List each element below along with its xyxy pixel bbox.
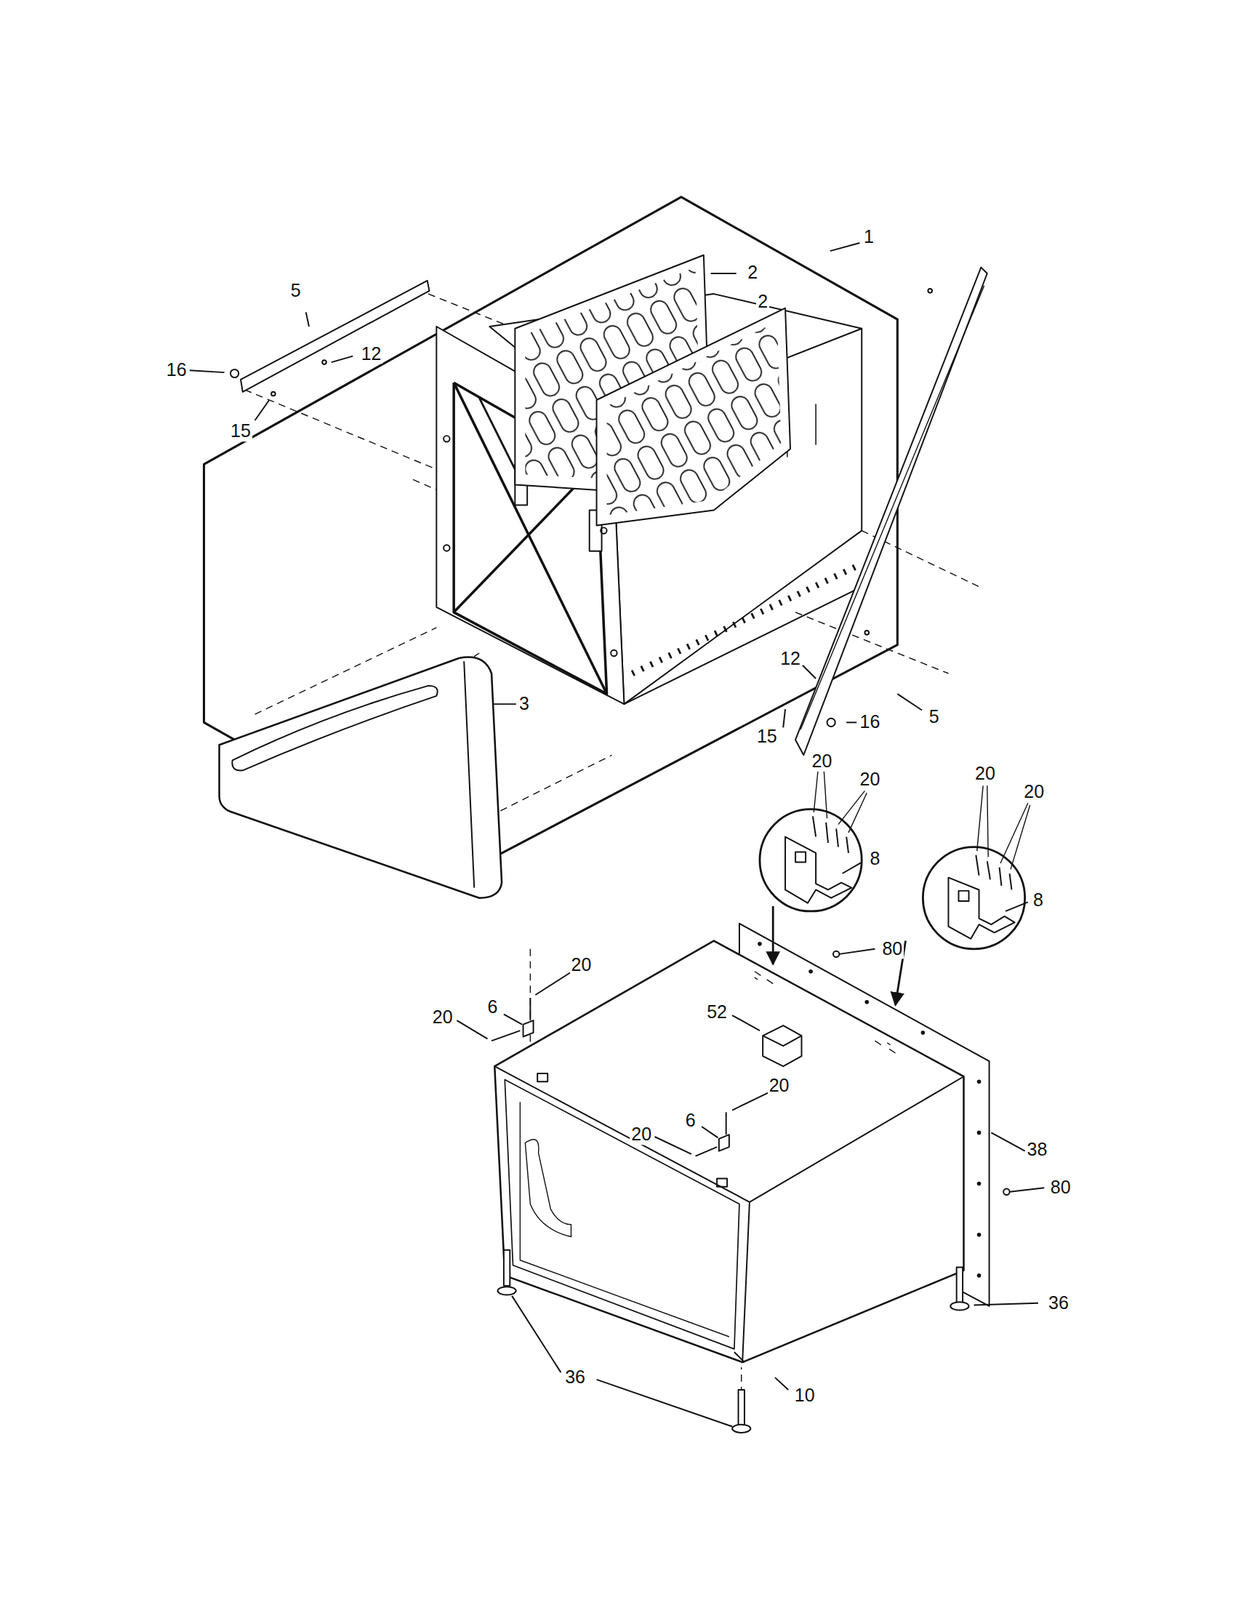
callout-number: 10 bbox=[793, 1385, 817, 1407]
callout-number: 1 bbox=[862, 226, 876, 248]
callout-number: 5 bbox=[289, 280, 303, 302]
callout-number: 2 bbox=[756, 292, 770, 313]
callout-number: 6 bbox=[684, 1110, 698, 1131]
block bbox=[762, 1025, 802, 1066]
callout-number: 12 bbox=[359, 343, 384, 365]
callout-number: 80 bbox=[1049, 1177, 1073, 1198]
callout-number: 16 bbox=[165, 360, 189, 381]
callout-number: 80 bbox=[880, 938, 904, 959]
callout-number: 20 bbox=[810, 751, 834, 772]
callout-number: 2 bbox=[745, 262, 760, 283]
drawer-slide bbox=[795, 267, 988, 756]
callout-number: 20 bbox=[973, 763, 997, 784]
callout-number: 20 bbox=[767, 1075, 792, 1096]
callout-number: 36 bbox=[1046, 1292, 1071, 1314]
drawer-slide bbox=[240, 280, 429, 392]
callout-number: 20 bbox=[1022, 781, 1046, 802]
callout-number: 12 bbox=[778, 649, 802, 670]
drawer-front bbox=[219, 657, 503, 898]
callout-number: 52 bbox=[705, 1001, 729, 1023]
callout-number: 5 bbox=[927, 707, 941, 728]
leveling-foot bbox=[497, 1249, 969, 1433]
detail-circle bbox=[759, 809, 862, 912]
callout-number: 8 bbox=[868, 849, 882, 870]
callout-number: 20 bbox=[431, 1006, 455, 1028]
callout-number: 15 bbox=[755, 726, 779, 747]
assembly-lines bbox=[245, 293, 980, 1418]
callout-number: 8 bbox=[1031, 889, 1045, 911]
callout-number: 20 bbox=[629, 1124, 653, 1145]
callout-number: 3 bbox=[517, 693, 531, 714]
callout-number: 15 bbox=[229, 421, 253, 443]
callout-number: 38 bbox=[1025, 1140, 1050, 1161]
callout-number: 6 bbox=[486, 996, 500, 1018]
leader-line bbox=[830, 242, 861, 251]
callout-number: 16 bbox=[858, 712, 882, 733]
callout-number: 36 bbox=[563, 1366, 587, 1388]
cabinet bbox=[494, 940, 964, 1362]
detail-circle bbox=[922, 847, 1025, 949]
bin-divider bbox=[596, 308, 792, 526]
callout-number: 20 bbox=[570, 955, 594, 976]
callout-number: 20 bbox=[858, 769, 882, 790]
